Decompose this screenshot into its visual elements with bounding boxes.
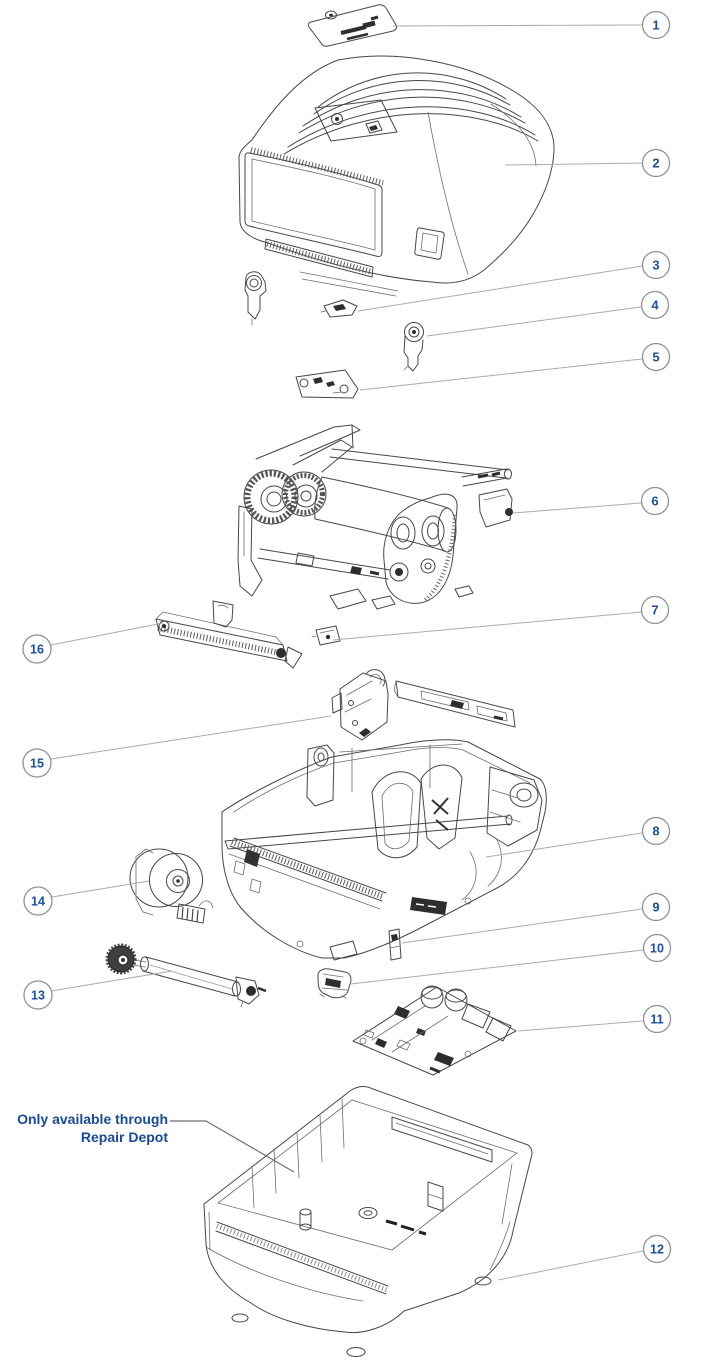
callout-10-number: 10: [650, 942, 664, 956]
annotation-line1: Only available through: [17, 1111, 168, 1127]
callouts: 1 2 3 4 5 6 7 8 9 10 11 12 13 14 15 16: [22, 10, 672, 1264]
part-latch-left: [244, 271, 267, 326]
callout-8: 8: [641, 816, 671, 846]
callout-6: 6: [640, 486, 670, 516]
callout-15: 15: [22, 748, 52, 778]
callout-11: 11: [642, 1004, 672, 1034]
leader-lines: [50, 24, 644, 1281]
part-media-guide-bracket: [331, 669, 389, 741]
callout-6-number: 6: [651, 494, 658, 509]
callout-15-number: 15: [30, 757, 44, 771]
callout-9: 9: [641, 892, 671, 922]
part-main-board: [352, 985, 517, 1076]
part-platen-roller: [105, 943, 267, 1008]
part-head-spacer: [311, 625, 341, 646]
part-main-frame: [221, 739, 547, 961]
callout-1: 1: [641, 10, 671, 40]
callout-10: 10: [642, 933, 672, 963]
callout-14-number: 14: [31, 895, 45, 909]
part-sensor-pcb: [295, 369, 359, 399]
callout-3-number: 3: [652, 258, 659, 273]
callout-7-number: 7: [651, 603, 658, 618]
part-top-cover: [238, 55, 555, 297]
callout-5: 5: [641, 342, 671, 372]
part-print-mechanism: [237, 424, 513, 610]
callout-2: 2: [641, 148, 671, 178]
part-top-label: [307, 4, 398, 47]
callout-13-number: 13: [31, 989, 45, 1003]
part-peel-pin: [388, 928, 402, 961]
repair-depot-annotation: Only available through Repair Depot: [17, 1111, 295, 1173]
part-cover-sensor: [320, 299, 358, 318]
callout-5-number: 5: [652, 350, 659, 365]
callout-7: 7: [640, 595, 670, 625]
part-media-sensor: [317, 968, 352, 999]
callout-8-number: 8: [652, 824, 659, 839]
part-printhead: [155, 600, 303, 669]
callout-12: 12: [642, 1234, 672, 1264]
callout-2-number: 2: [652, 156, 659, 171]
callout-4: 4: [640, 290, 670, 320]
part-tear-rail: [393, 680, 516, 728]
callout-1-number: 1: [652, 18, 659, 33]
callout-16-number: 16: [30, 643, 44, 657]
part-latch-right: [403, 322, 424, 372]
part-drive-motor: [129, 848, 214, 924]
callout-3: 3: [641, 250, 671, 280]
callout-9-number: 9: [652, 900, 659, 915]
annotation-line2: Repair Depot: [81, 1129, 168, 1145]
callout-12-number: 12: [650, 1243, 664, 1257]
callout-11-number: 11: [650, 1013, 663, 1027]
part-bottom-housing: [203, 1086, 533, 1357]
callout-16: 16: [22, 634, 52, 664]
callout-14: 14: [23, 886, 53, 916]
callout-4-number: 4: [651, 298, 659, 313]
callout-13: 13: [23, 980, 53, 1010]
